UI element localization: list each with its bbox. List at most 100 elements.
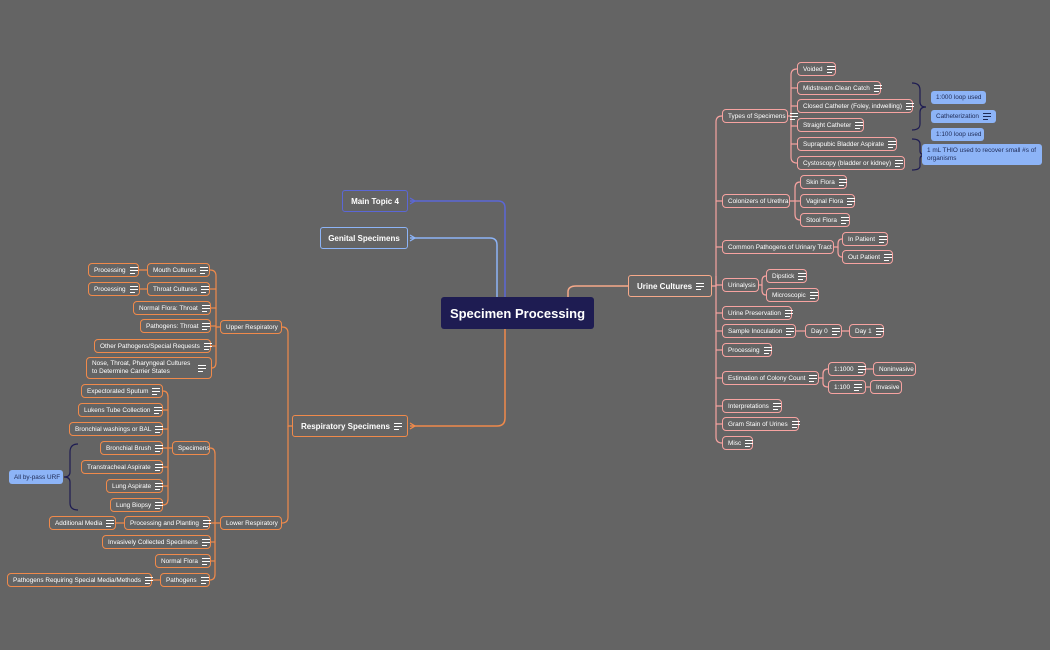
subtopic-voided[interactable]: Voided (797, 62, 836, 76)
subtopic-label: Processing (94, 285, 126, 293)
subtopic-label: Lung Aspirate (112, 482, 152, 490)
subtopic-urinalysis[interactable]: Urinalysis (722, 278, 759, 292)
subtopic-label: Common Pathogens of Urinary Tract (728, 243, 832, 251)
subtopic-label: Day 0 (811, 327, 828, 335)
subtopic-ratio-1-1000[interactable]: 1:1000 (828, 362, 866, 376)
notes-icon (152, 387, 161, 395)
subtopic-stool-flora[interactable]: Stool Flora (800, 213, 850, 227)
subtopic-label: Sample Inoculation (728, 327, 783, 335)
subtopic-bronchial-brush[interactable]: Bronchial Brush (100, 441, 164, 455)
subtopic-closed-catheter[interactable]: Closed Catheter (Foley, indwelling) (797, 99, 914, 113)
subtopic-other-pathogens[interactable]: Other Pathogens/Special Requests (94, 339, 212, 353)
subtopic-normal-flora-throat[interactable]: Normal Flora: Throat (133, 301, 211, 315)
subtopic-upper-respiratory[interactable]: Upper Respiratory (220, 320, 282, 334)
subtopic-invasively-collected[interactable]: Invasively Collected Specimens (102, 535, 211, 549)
subtopic-label: Upper Respiratory (226, 323, 278, 331)
subtopic-expectorated-sputum[interactable]: Expectorated Sputum (81, 384, 163, 398)
subtopic-microscopic[interactable]: Microscopic (766, 288, 819, 302)
callout-label: Catheterization (936, 113, 979, 120)
subtopic-processing-and-planting[interactable]: Processing and Planting (124, 516, 211, 530)
notes-icon (129, 266, 138, 274)
subtopic-out-patient[interactable]: Out Patient (842, 250, 893, 264)
subtopic-transtracheal-aspirate[interactable]: Transtracheal Aspirate (81, 460, 163, 474)
subtopic-ratio-1-100[interactable]: 1:100 (828, 380, 866, 394)
subtopic-throat-processing[interactable]: Processing (88, 282, 140, 296)
subtopic-label: Bronchial Brush (106, 444, 152, 452)
subtopic-cystoscopy[interactable]: Cystoscopy (bladder or kidney) (797, 156, 905, 170)
subtopic-invasive[interactable]: Invasive (870, 380, 902, 394)
main-topic-urine-cultures[interactable]: Urine Cultures (628, 275, 712, 297)
callout-label: 1 mL THIO used to recover small #s of or… (927, 146, 1037, 162)
notes-icon (202, 519, 211, 527)
subtopic-lukens-tube[interactable]: Lukens Tube Collection (78, 403, 163, 417)
subtopic-common-pathogens[interactable]: Common Pathogens of Urinary Tract (722, 240, 834, 254)
notes-icon (809, 374, 818, 382)
central-topic-specimen-processing[interactable]: Specimen Processing (441, 297, 594, 329)
notes-icon (202, 322, 211, 330)
subtopic-label: Day 1 (855, 327, 872, 335)
subtopic-colonizers-of-urethra[interactable]: Colonizers of Urethra (722, 194, 790, 208)
main-topic-genital-specimens[interactable]: Genital Specimens (320, 227, 408, 249)
subtopic-midstream-clean-catch[interactable]: Midstream Clean Catch (797, 81, 882, 95)
notes-icon (873, 84, 882, 92)
subtopic-gram-stain[interactable]: Gram Stain of Urines (722, 417, 800, 431)
subtopic-processing[interactable]: Processing (722, 343, 772, 357)
subtopic-mouth-processing[interactable]: Processing (88, 263, 139, 277)
subtopic-estimation-colony-count[interactable]: Estimation of Colony Count (722, 371, 819, 385)
subtopic-day-0[interactable]: Day 0 (805, 324, 842, 338)
notes-icon (983, 113, 991, 120)
subtopic-lung-aspirate[interactable]: Lung Aspirate (106, 479, 164, 493)
subtopic-carrier-states[interactable]: Nose, Throat, Pharyngeal Cultures to Det… (86, 357, 212, 379)
main-topic-4[interactable]: Main Topic 4 (342, 190, 408, 212)
notes-icon (809, 291, 818, 299)
subtopic-interpretations[interactable]: Interpretations (722, 399, 782, 413)
subtopic-straight-catheter[interactable]: Straight Catheter (797, 118, 864, 132)
subtopic-urine-preservation[interactable]: Urine Preservation (722, 306, 793, 320)
subtopic-sample-inoculation[interactable]: Sample Inoculation (722, 324, 796, 338)
subtopic-pathogens-throat[interactable]: Pathogens: Throat (140, 319, 211, 333)
notes-icon (154, 463, 163, 471)
callout-loop-1000[interactable]: 1:000 loop used (931, 91, 986, 104)
subtopic-day-1[interactable]: Day 1 (849, 324, 884, 338)
subtopic-vaginal-flora[interactable]: Vaginal Flora (800, 194, 856, 208)
subtopic-label: Pathogens: Throat (146, 322, 199, 330)
subtopic-label: Estimation of Colony Count (728, 374, 806, 382)
subtopic-special-media-methods[interactable]: Pathogens Requiring Special Media/Method… (7, 573, 153, 587)
subtopic-label: Lung Biopsy (116, 501, 152, 509)
subtopic-label: Pathogens (166, 576, 197, 584)
notes-icon (798, 272, 807, 280)
subtopic-specimens[interactable]: Specimens (172, 441, 210, 455)
callout-loop-100[interactable]: 1:100 loop used (931, 128, 984, 141)
notes-icon (854, 383, 862, 391)
subtopic-in-patient[interactable]: In Patient (842, 232, 888, 246)
subtopic-additional-media[interactable]: Additional Media (49, 516, 116, 530)
subtopic-mouth-cultures[interactable]: Mouth Cultures (147, 263, 210, 277)
subtopic-lower-respiratory[interactable]: Lower Respiratory (220, 516, 282, 530)
main-topic-respiratory-specimens[interactable]: Respiratory Specimens (292, 415, 408, 437)
subtopic-noninvasive[interactable]: Noninvasive (873, 362, 916, 376)
subtopic-skin-flora[interactable]: Skin Flora (800, 175, 847, 189)
subtopic-suprapubic-bladder-aspirate[interactable]: Suprapubic Bladder Aspirate (797, 137, 897, 151)
callout-bypass-urf[interactable]: All by-pass URF (9, 470, 63, 484)
subtopic-label: Types of Specimens (728, 112, 786, 120)
notes-icon (155, 482, 164, 490)
subtopic-normal-flora[interactable]: Normal Flora (155, 554, 211, 568)
notes-icon (831, 327, 840, 335)
subtopic-throat-cultures[interactable]: Throat Cultures (147, 282, 210, 296)
subtopic-label: Mouth Cultures (153, 266, 197, 274)
subtopic-pathogens[interactable]: Pathogens (160, 573, 210, 587)
callout-catheterization[interactable]: Catheterization (931, 110, 996, 123)
notes-icon (905, 102, 914, 110)
subtopic-misc[interactable]: Misc (722, 436, 754, 450)
notes-icon (200, 576, 209, 584)
subtopic-label: Skin Flora (806, 178, 835, 186)
subtopic-bronchial-washings[interactable]: Bronchial washings or BAL (69, 422, 164, 436)
subtopic-dipstick[interactable]: Dipstick (766, 269, 807, 283)
notes-icon (144, 576, 153, 584)
subtopic-label: Other Pathogens/Special Requests (100, 342, 200, 350)
callout-thio[interactable]: 1 mL THIO used to recover small #s of or… (922, 144, 1042, 165)
subtopic-label: Cystoscopy (bladder or kidney) (803, 159, 892, 167)
subtopic-lung-biopsy[interactable]: Lung Biopsy (110, 498, 164, 512)
subtopic-types-of-specimens[interactable]: Types of Specimens (722, 109, 798, 123)
